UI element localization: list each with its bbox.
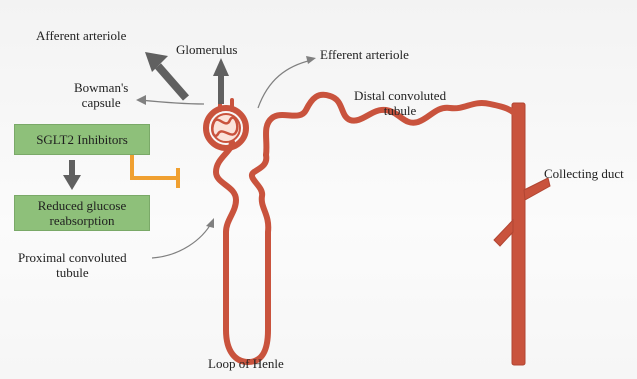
loop-of-henle-label: Loop of Henle: [208, 356, 284, 371]
inhibition-symbol: [132, 152, 178, 188]
bowmans-capsule-label: Bowman's capsule: [74, 80, 128, 110]
collecting-duct-label: Collecting duct: [544, 166, 624, 181]
collecting-duct-shape: [494, 103, 550, 365]
glomerulus-shape: [206, 100, 246, 148]
reduced-glucose-reabsorption-text: Reduced glucose reabsorption: [38, 198, 126, 228]
glomerulus-label: Glomerulus: [176, 42, 237, 57]
distal-convoluted-tubule-label: Distal convoluted tubule: [354, 88, 446, 118]
tubule-shape: [216, 95, 513, 362]
efferent-arteriole-label: Efferent arteriole: [320, 47, 409, 62]
sglt2-inhibitors-text: SGLT2 Inhibitors: [36, 132, 128, 147]
reduced-glucose-reabsorption-box: Reduced glucose reabsorption: [14, 195, 150, 231]
sglt2-inhibitors-box: SGLT2 Inhibitors: [14, 124, 150, 155]
afferent-arteriole-label: Afferent arteriole: [36, 28, 126, 43]
proximal-convoluted-tubule-label: Proximal convoluted tubule: [18, 250, 127, 280]
